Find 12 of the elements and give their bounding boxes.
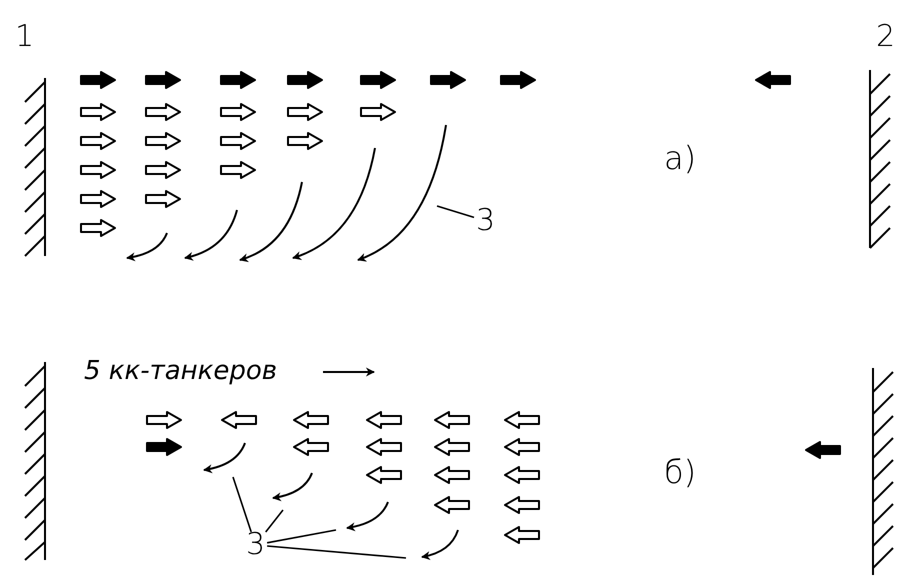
callout-number: 3 (246, 527, 266, 562)
wall-number: 1 (15, 22, 34, 52)
leader-line (267, 545, 406, 559)
panel-label: а) (664, 142, 696, 174)
leader-line (265, 510, 284, 532)
callout-number: 3 (476, 203, 496, 238)
leader-line (266, 529, 336, 544)
panel-label: б) (664, 456, 696, 488)
leader-line (232, 476, 252, 532)
leader-line (436, 205, 474, 218)
wall-number: 2 (876, 22, 896, 52)
fleet-label: 5 кк-танкеров (84, 358, 278, 384)
